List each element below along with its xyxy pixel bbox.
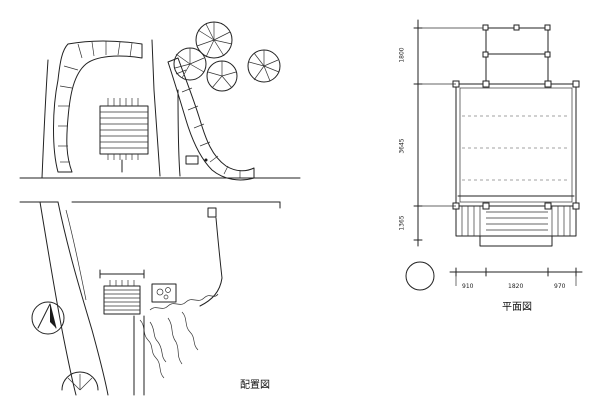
lower-left-boundary-inner <box>57 201 109 396</box>
site-plan-caption: 配置図 <box>240 380 270 391</box>
vertical-dimension-label: 1365 <box>398 215 406 231</box>
tree-cluster-upper <box>173 21 281 92</box>
upper-building <box>99 98 149 173</box>
vertical-dimension-label: 1800 <box>398 47 406 63</box>
upper-left-path <box>53 40 143 173</box>
north-arrow <box>31 301 65 335</box>
veranda <box>452 202 580 247</box>
site-boundary-upper-center <box>151 39 161 177</box>
lower-left-boundary <box>39 201 77 396</box>
site-plan <box>19 21 301 396</box>
main-room <box>452 80 580 207</box>
lower-building <box>99 269 177 315</box>
vertical-dimension-line <box>413 19 483 247</box>
winding-path-right <box>167 57 255 181</box>
horizontal-dimension-line <box>449 267 583 286</box>
horizontal-dimension-label: 970 <box>554 283 566 290</box>
lower-right-boundary <box>199 217 223 307</box>
compass-circle <box>405 261 435 291</box>
horizontal-dimension-label: 910 <box>462 283 474 290</box>
porch-top <box>482 24 551 85</box>
hedge-shrubs <box>133 293 219 396</box>
site-boundary-upper-left <box>41 59 49 179</box>
road <box>19 177 301 209</box>
floor-plan-caption: 平面図 <box>502 302 532 313</box>
utility-box <box>207 207 217 218</box>
floor-plan <box>405 19 583 291</box>
vertical-dimension-label: 3645 <box>398 138 406 154</box>
horizontal-dimension-label: 1820 <box>508 283 524 290</box>
tree-lower <box>61 371 99 391</box>
